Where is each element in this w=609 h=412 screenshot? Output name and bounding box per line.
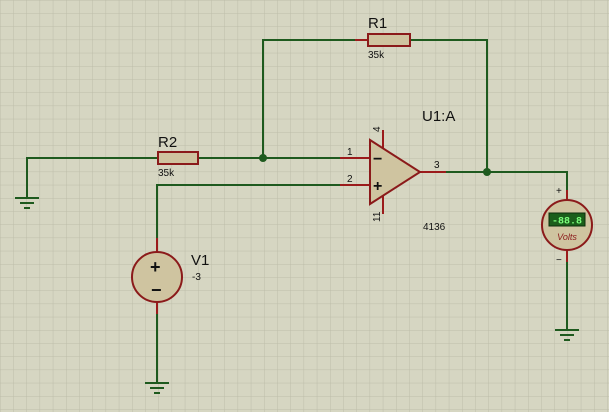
voltmeter-minus-sign: − bbox=[556, 255, 562, 266]
v1-ref: V1 bbox=[191, 252, 209, 269]
r1-body bbox=[367, 33, 411, 47]
r2-value: 35k bbox=[158, 168, 175, 179]
opamp-pin-inv-number: 1 bbox=[347, 147, 353, 158]
opamp-noninv-sign: + bbox=[373, 178, 382, 195]
wire-noninv-to-v1[interactable] bbox=[156, 184, 350, 252]
ground-v1 bbox=[145, 382, 169, 394]
opamp-pin-vminus-number: 11 bbox=[372, 211, 383, 222]
dc-voltmeter[interactable]: -88.8 Volts + − bbox=[541, 186, 593, 266]
junction-dot bbox=[483, 168, 491, 176]
r1-ref: R1 bbox=[368, 15, 387, 32]
opamp-pin-noninv-number: 2 bbox=[347, 174, 353, 185]
v1-minus-sign: − bbox=[151, 280, 162, 300]
opamp-u1a[interactable]: − + 1 2 3 4 11 U1:A 4136 bbox=[340, 108, 455, 233]
voltmeter-reading: -88.8 bbox=[552, 217, 582, 228]
opamp-pin-out-number: 3 bbox=[434, 160, 440, 171]
voltmeter-unit: Volts bbox=[557, 232, 577, 242]
v1-value: -3 bbox=[192, 272, 201, 283]
r2-ref: R2 bbox=[158, 134, 177, 151]
opamp-pin-vplus-number: 4 bbox=[372, 126, 383, 132]
r1-value: 35k bbox=[368, 50, 385, 61]
voltmeter-plus-sign: + bbox=[556, 186, 562, 197]
v1-plus-sign: + bbox=[150, 257, 161, 277]
opamp-part: 4136 bbox=[423, 222, 446, 233]
wires bbox=[26, 39, 568, 383]
r2-body bbox=[157, 151, 199, 165]
v1-body bbox=[131, 251, 183, 303]
opamp-inv-sign: − bbox=[373, 151, 382, 168]
opamp-ref: U1:A bbox=[422, 108, 455, 125]
wire-node-to-r1[interactable] bbox=[262, 39, 368, 158]
resistor-r1[interactable]: R1 35k bbox=[355, 15, 411, 61]
resistor-r2[interactable]: R2 35k bbox=[157, 134, 199, 179]
ground-left bbox=[15, 197, 39, 209]
wire-ground-to-r2[interactable] bbox=[26, 157, 158, 198]
opamp-body bbox=[369, 138, 422, 206]
voltage-source-v1[interactable]: + − V1 -3 bbox=[131, 238, 209, 314]
voltmeter-display bbox=[548, 212, 586, 227]
ground-meter bbox=[555, 329, 579, 341]
wire-r1-to-output[interactable] bbox=[410, 39, 488, 172]
junction-dot bbox=[259, 154, 267, 162]
